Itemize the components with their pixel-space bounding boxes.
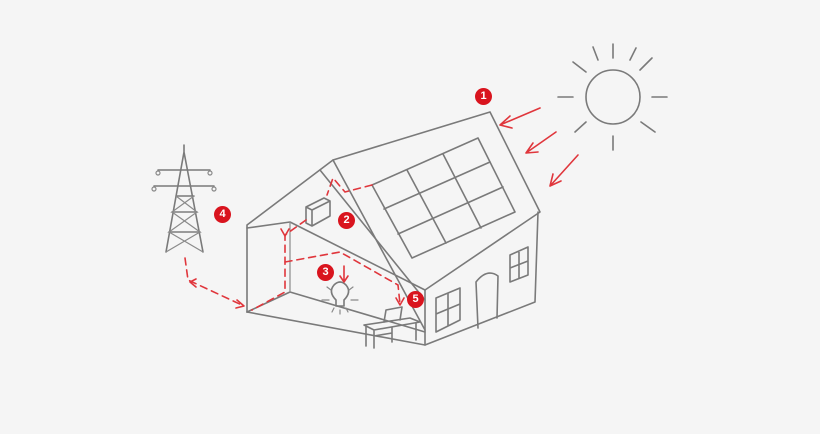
solar-panel-icon (371, 137, 516, 259)
house-icon (246, 111, 541, 346)
transmission-tower-icon (151, 144, 217, 253)
sun-icon (557, 43, 668, 151)
desk-laptop-icon (363, 306, 421, 349)
marker-3: 3 (317, 264, 334, 281)
marker-4: 4 (214, 206, 231, 223)
sunlight-arrows (499, 107, 579, 187)
light-bulb-icon (321, 281, 359, 315)
marker-1: 1 (475, 88, 492, 105)
power-flow-lines (184, 176, 405, 311)
inverter-icon (305, 197, 331, 227)
marker-5: 5 (407, 291, 424, 308)
marker-2: 2 (338, 212, 355, 229)
